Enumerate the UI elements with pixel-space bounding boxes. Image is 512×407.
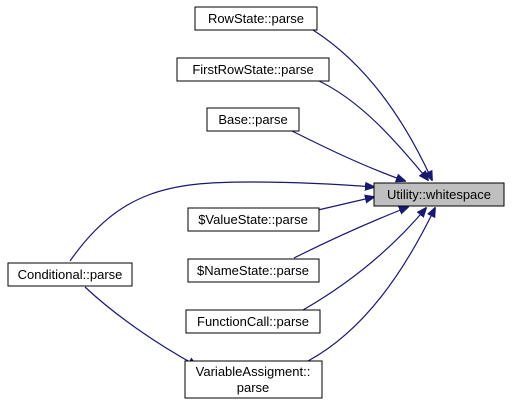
node-label-target: Utility::whitespace (387, 187, 491, 202)
edge-namestate-to-whitespace (293, 207, 408, 259)
node-base-parse[interactable]: Base::parse (206, 107, 300, 132)
node-label: FirstRowState::parse (192, 62, 313, 77)
node-label: Conditional::parse (18, 267, 123, 282)
node-box (187, 258, 320, 283)
node-label: RowState::parse (208, 11, 304, 26)
node-functioncall-parse[interactable]: FunctionCall::parse (185, 309, 321, 334)
node-rowstate-parse[interactable]: RowState::parse (194, 6, 318, 31)
edge-base-to-whitespace (287, 128, 405, 181)
edge-rowstate-to-whitespace (312, 29, 432, 180)
node-box (185, 309, 321, 334)
node-utility-whitespace[interactable]: Utility::whitespace (373, 182, 505, 207)
node-firstrowstate-parse[interactable]: FirstRowState::parse (176, 57, 330, 82)
edge-valuestate-to-whitespace (317, 197, 374, 211)
edge-firstrowstate-to-whitespace (316, 79, 428, 180)
node-variableassigment-parse[interactable]: VariableAssigment:: parse (184, 360, 323, 399)
edges (69, 29, 435, 366)
edge-variableassigment-to-whitespace (307, 208, 435, 362)
node-label: Base::parse (218, 112, 287, 127)
node-box (176, 57, 330, 82)
node-box-target (373, 182, 505, 207)
node-box (187, 207, 320, 232)
node-box (7, 262, 133, 287)
node-conditional-parse[interactable]: Conditional::parse (7, 262, 133, 287)
node-box (206, 107, 300, 132)
edge-conditional-to-variableassigment (84, 286, 197, 366)
node-label-line1: VariableAssigment:: (196, 364, 311, 379)
node-box (194, 6, 318, 31)
node-label: FunctionCall::parse (197, 314, 309, 329)
node-label-line2: parse (237, 380, 270, 395)
edge-conditional-to-whitespace (69, 181, 374, 262)
node-valuestate-parse[interactable]: $ValueState::parse (187, 207, 320, 232)
node-label: $NameState::parse (197, 263, 309, 278)
edge-functioncall-to-whitespace (302, 208, 426, 311)
node-label: $ValueState::parse (198, 212, 308, 227)
node-namestate-parse[interactable]: $NameState::parse (187, 258, 320, 283)
node-box (184, 360, 323, 399)
